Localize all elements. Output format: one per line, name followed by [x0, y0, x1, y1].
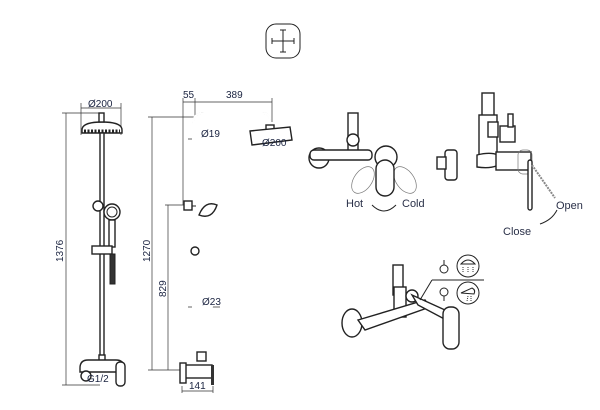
overhead-shower-icon [456, 254, 480, 278]
close-label: Close [503, 226, 531, 238]
diverter-open-close-view [436, 92, 558, 225]
hand-shower-icon [456, 281, 480, 305]
cold-label: Cold [402, 198, 425, 210]
lower-pipe-diameter-label: Ø23 [202, 297, 221, 308]
side-view-drawing [148, 98, 293, 393]
hot-label: Hot [346, 198, 363, 210]
connection-label: G1/2 [87, 374, 109, 385]
offset-label: 55 [183, 90, 195, 101]
mixer-temperature-view [308, 112, 417, 212]
open-label: Open [556, 200, 583, 212]
side-head-diameter-label: Ø200 [262, 138, 287, 149]
crosshair-mount-symbol-icon [265, 23, 301, 59]
front-view-drawing [62, 103, 126, 387]
valve-width-label: 141 [189, 381, 206, 392]
perspective-view-drawing [341, 260, 484, 350]
upper-pipe-diameter-label: Ø19 [201, 129, 220, 140]
arm-length-label: 389 [226, 90, 243, 101]
front-head-diameter-label: Ø200 [88, 99, 113, 110]
total-height-label: 1376 [55, 239, 66, 262]
height-to-arm-label: 1270 [142, 239, 153, 262]
height-to-holder-label: 829 [158, 280, 169, 297]
